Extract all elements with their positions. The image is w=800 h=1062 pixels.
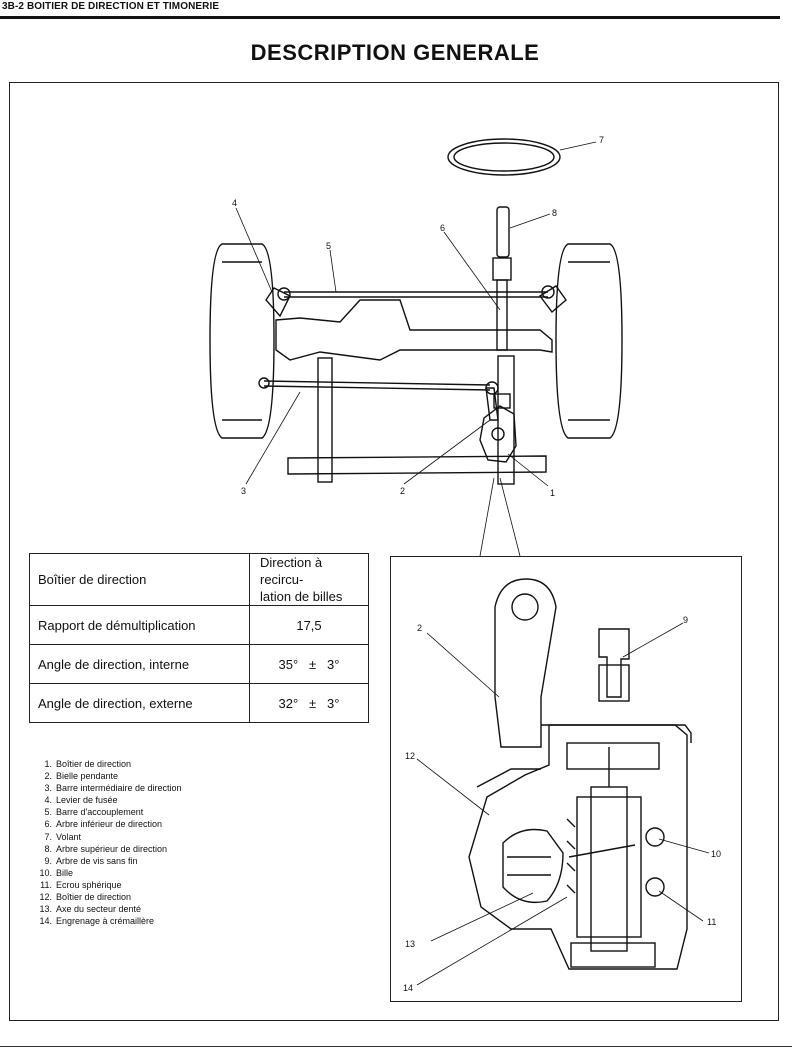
gearbox-inset: 2 9 12 10 11 13 14	[390, 556, 742, 1002]
steering-linkage-diagram: 7 8 6 5 4 3 2 1	[209, 135, 623, 557]
spec-value-line2: lation de billes	[260, 589, 343, 604]
callout-6: 6	[440, 223, 445, 233]
sector-gear	[502, 828, 564, 904]
list-item: 13. Axe du secteur denté	[38, 903, 182, 915]
figure-frame	[9, 82, 779, 1021]
plus-minus: ±	[309, 656, 317, 672]
frame-rail-left	[317, 357, 333, 483]
legend-num: 9.	[44, 855, 52, 866]
inset-callout-11: 11	[707, 917, 716, 927]
legend-text: Boîtier de direction	[56, 759, 132, 769]
list-item: 14. Engrenage à crémaillère	[38, 915, 182, 927]
frame-rail-right	[497, 355, 515, 485]
list-item: 4. Levier de fusée	[38, 794, 182, 806]
list-item: 8. Arbre supérieur de direction	[38, 843, 182, 855]
legend-num: 14.	[39, 916, 52, 927]
gearbox-cross-section: 2 9 12 10 11 13 14	[403, 578, 721, 993]
callout-4: 4	[232, 198, 237, 208]
legend-text: Engrenage à crémaillère	[56, 916, 155, 927]
legend-num: 1.	[44, 759, 52, 769]
callout-3: 3	[241, 486, 246, 496]
page-title: DESCRIPTION GENERALE	[250, 40, 540, 65]
legend-text: Barre d'accouplement	[56, 807, 144, 818]
list-item: 1. Boîtier de direction	[38, 758, 182, 770]
list-item: 3. Barre intermédiaire de direction	[38, 782, 182, 794]
legend-text: Bille	[56, 867, 74, 878]
table-row: Rapport de démultiplication 17,5	[29, 605, 369, 645]
spec-table: Boîtier de direction Direction à recircu…	[29, 553, 369, 723]
lower-shaft	[496, 279, 508, 351]
list-item: 9. Arbre de vis sans fin	[38, 855, 182, 867]
list-item: 10. Bille	[38, 867, 182, 879]
gearbox-housing	[468, 724, 688, 970]
list-item: 11. Ecrou sphérique	[38, 879, 182, 891]
callout-5: 5	[326, 241, 331, 251]
page-header: 3B-2 BOITIER DE DIRECTION ET TIMONERIE	[0, 0, 780, 19]
callout-1: 1	[550, 488, 555, 498]
legend-text: Barre intermédiaire de direction	[56, 783, 182, 794]
list-item: 2. Bielle pendante	[38, 770, 182, 782]
drag-link	[263, 380, 491, 386]
spec-value: 32° ± 3°	[249, 683, 369, 723]
angle-value: 35°	[278, 656, 299, 672]
inset-callout-2: 2	[417, 623, 422, 633]
spec-value: 17,5	[249, 605, 369, 645]
cross-member	[287, 455, 547, 475]
spec-value: 35° ± 3°	[249, 644, 369, 684]
legend-num: 7.	[44, 831, 52, 842]
steering-wheel	[447, 138, 561, 176]
spec-value: Direction à recircu- lation de billes	[249, 553, 369, 606]
legend-text: Arbre supérieur de direction	[56, 843, 168, 854]
legend-num: 8.	[44, 843, 52, 854]
callout-8: 8	[552, 208, 557, 218]
legend-num: 11.	[40, 879, 52, 890]
tolerance: 3°	[327, 656, 340, 672]
inset-callout-14: 14	[403, 983, 413, 993]
inset-callout-12: 12	[405, 751, 415, 761]
legend-num: 2.	[44, 771, 52, 782]
front-axle	[275, 299, 553, 361]
inset-callout-9: 9	[683, 615, 688, 625]
inset-callout-10: 10	[711, 849, 721, 859]
spec-value-line1: Direction à recircu-	[260, 555, 323, 587]
list-item: 5. Barre d'accouplement	[38, 806, 182, 818]
tolerance: 3°	[327, 695, 340, 711]
section-heading: 3B-2 BOITIER DE DIRECTION ET TIMONERIE	[2, 1, 220, 12]
legend-num: 4.	[44, 795, 52, 806]
callout-2: 2	[400, 486, 405, 496]
legend-text: Volant	[56, 831, 82, 842]
table-row: Angle de direction, externe 32° ± 3°	[29, 683, 369, 723]
inset-callout-13: 13	[405, 939, 415, 949]
legend-num: 10.	[39, 867, 52, 878]
legend-text: Axe du secteur denté	[56, 904, 142, 915]
legend-text: Ecrou sphérique	[56, 879, 122, 890]
parts-legend: 1. Boîtier de direction 2. Bielle pendante…	[38, 758, 182, 927]
legend-text: Bielle pendante	[56, 771, 119, 782]
right-wheel	[555, 243, 623, 439]
legend-text: Boîtier de direction	[56, 892, 132, 903]
legend-text: Arbre inférieur de direction	[56, 819, 163, 830]
legend-num: 5.	[44, 807, 52, 818]
legend-num: 12.	[39, 892, 52, 903]
callout-7: 7	[599, 135, 604, 145]
legend-num: 13.	[39, 904, 52, 915]
spec-label: Rapport de démultiplication	[29, 605, 250, 645]
spec-label: Boîtier de direction	[29, 553, 250, 606]
left-wheel	[209, 243, 275, 439]
legend-num: 6.	[44, 819, 52, 830]
upper-shaft	[496, 206, 510, 258]
list-item: 7. Volant	[38, 831, 182, 843]
legend-num: 3.	[44, 783, 52, 794]
table-row: Angle de direction, interne 35° ± 3°	[29, 644, 369, 684]
plus-minus: ±	[309, 695, 317, 711]
list-item: 6. Arbre inférieur de direction	[38, 818, 182, 830]
list-item: 12. Boîtier de direction	[38, 891, 182, 903]
spec-label: Angle de direction, interne	[29, 644, 250, 684]
footer-rule	[0, 1046, 792, 1047]
angle-value: 32°	[278, 695, 299, 711]
spec-label: Angle de direction, externe	[29, 683, 250, 723]
legend-text: Levier de fusée	[56, 795, 118, 806]
table-row: Boîtier de direction Direction à recircu…	[29, 553, 369, 606]
legend-text: Arbre de vis sans fin	[56, 855, 138, 866]
